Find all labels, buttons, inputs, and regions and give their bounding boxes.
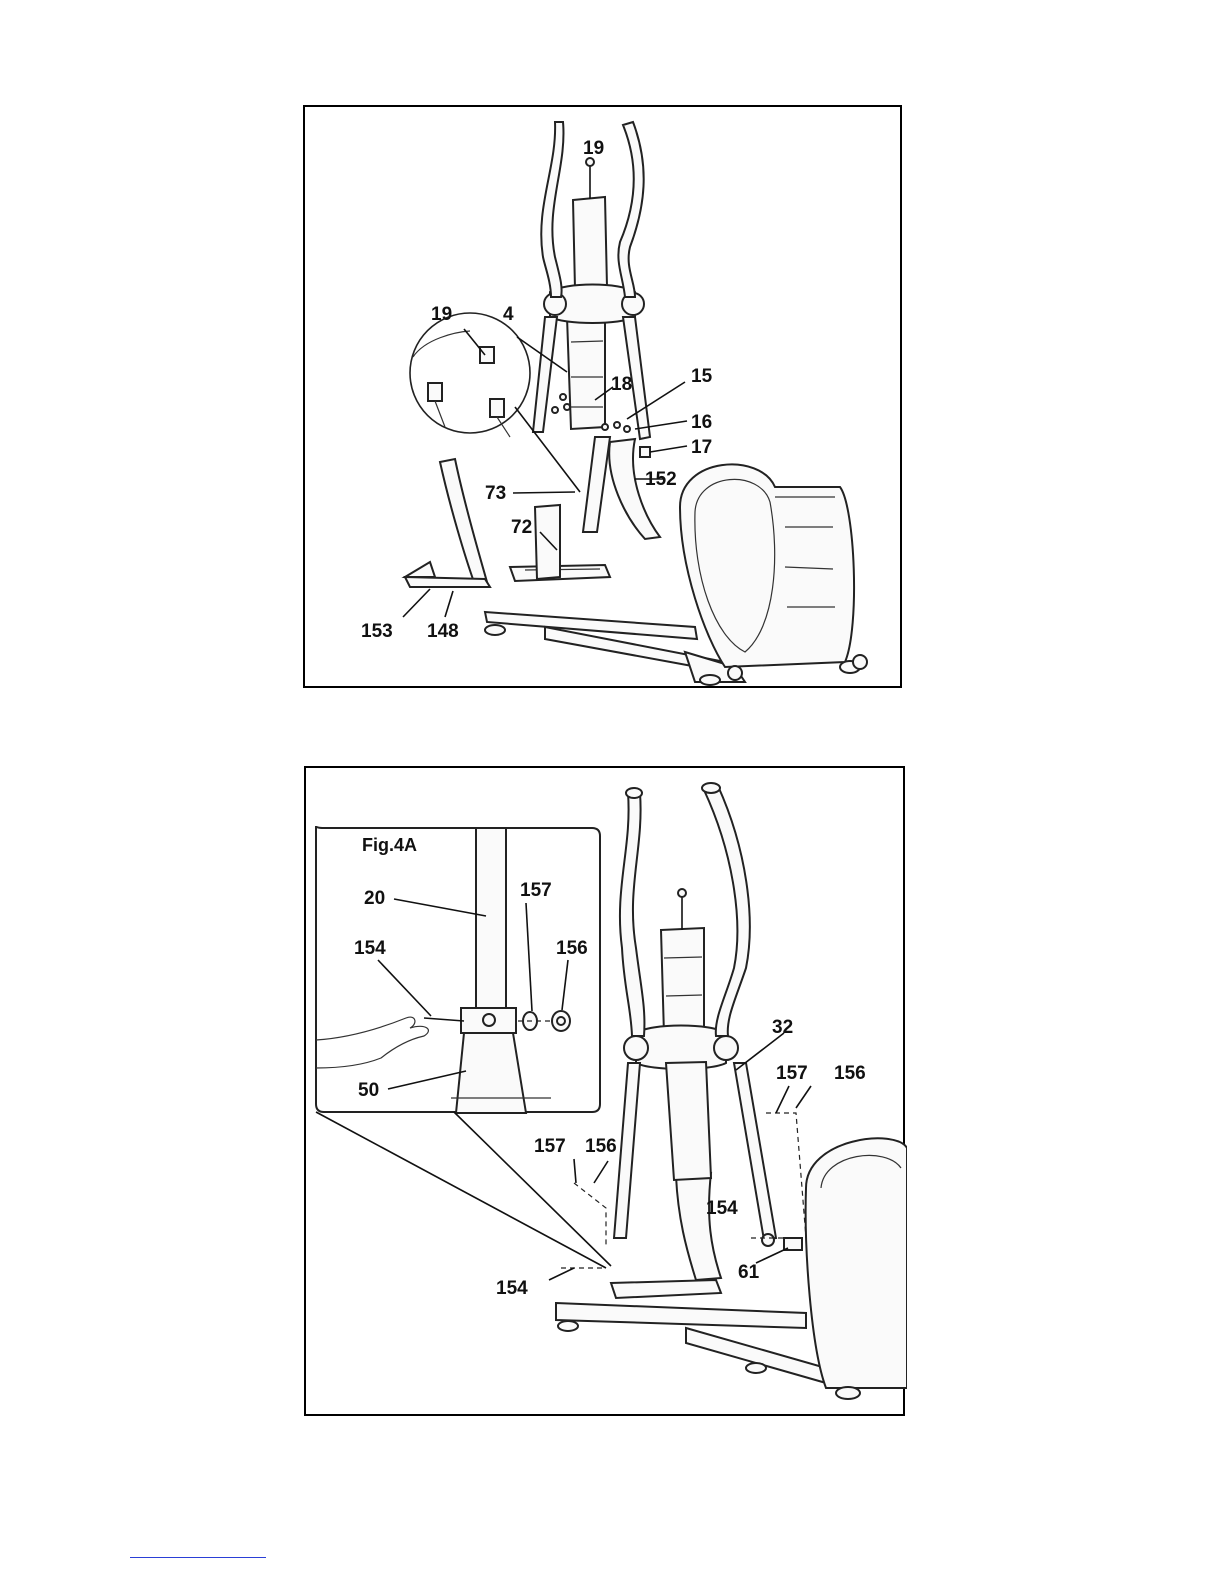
elliptical-trainer-drawing-top: 19 19 4 18 15 16 17 152 73 72 153 148 — [305, 107, 904, 690]
callout-156-left: 156 — [585, 1136, 617, 1157]
assembly-diagram-step-a: 19 19 4 18 15 16 17 152 73 72 153 148 — [303, 105, 902, 688]
callout-61: 61 — [738, 1262, 760, 1283]
callout-152: 152 — [645, 469, 677, 490]
inset-callout-156: 156 — [556, 938, 588, 959]
inset-callout-50: 50 — [358, 1080, 379, 1101]
callout-15: 15 — [691, 366, 713, 387]
callout-4: 4 — [503, 304, 514, 325]
callout-154-mast: 154 — [706, 1198, 738, 1219]
inset-callout-157: 157 — [520, 880, 552, 901]
callout-157-right: 157 — [776, 1063, 808, 1084]
callout-19-top: 19 — [583, 138, 604, 159]
assembly-diagram-step-b: Fig.4A 20 157 154 156 50 32 157 156 157 … — [304, 766, 905, 1416]
callout-157-left: 157 — [534, 1136, 566, 1157]
callout-72: 72 — [511, 517, 532, 538]
elliptical-trainer-drawing-bottom: Fig.4A 20 157 154 156 50 32 157 156 157 … — [306, 768, 907, 1418]
callout-153: 153 — [361, 621, 393, 642]
callout-156-right: 156 — [834, 1063, 866, 1084]
callout-32: 32 — [772, 1017, 793, 1038]
callout-19-inset: 19 — [431, 304, 452, 325]
fig-4a-title: Fig.4A — [362, 835, 417, 855]
callout-73: 73 — [485, 483, 506, 504]
inset-callout-154: 154 — [354, 938, 386, 959]
callout-154-bolt: 154 — [496, 1278, 528, 1299]
footer-link-rule — [130, 1557, 266, 1558]
fig-4a-inset — [316, 826, 611, 1268]
callout-17: 17 — [691, 437, 712, 458]
inset-callout-20: 20 — [364, 888, 385, 909]
callout-16: 16 — [691, 412, 712, 433]
callout-148: 148 — [427, 621, 459, 642]
callout-18: 18 — [611, 374, 632, 395]
